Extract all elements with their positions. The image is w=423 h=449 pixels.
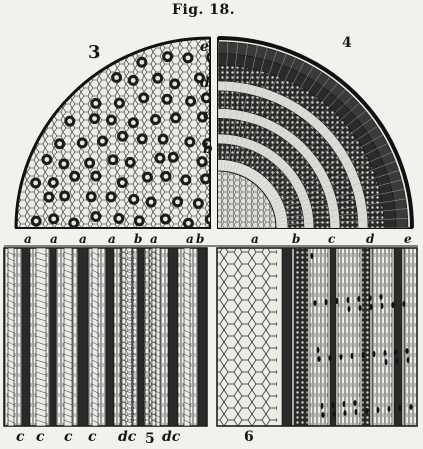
panel-6-longitudinal-section: [217, 248, 417, 426]
panel-5-top-label: b: [196, 233, 204, 245]
panel-3-label-e: e: [200, 40, 209, 54]
panel-6-top-label: d: [366, 233, 374, 245]
panel-5-number: 5: [145, 432, 155, 446]
panel-3-label-d: d: [200, 76, 210, 90]
panel-5-top-label: a: [79, 233, 87, 245]
panel-6-top-label: a: [251, 233, 259, 245]
panel-5-top-label: b: [134, 233, 142, 245]
panel-3-cross-section: [0, 30, 217, 230]
panel-5-longitudinal-section: [4, 248, 207, 426]
panel-5-bottom-label: dc: [118, 430, 136, 444]
panel-5-top-label: a: [108, 233, 116, 245]
panel-6-top-label: b: [292, 233, 300, 245]
panel-3-number: 3: [88, 44, 101, 62]
panel-5-top-label: a: [150, 233, 158, 245]
panel-5-bottom-label: c: [16, 430, 25, 444]
figure-title: Fig. 18.: [172, 2, 235, 18]
panel-5-top-label: a: [24, 233, 32, 245]
panel-5-bottom-label: c: [64, 430, 73, 444]
panel-5-bottom-label: c: [36, 430, 45, 444]
panel-5-top-label: a: [50, 233, 58, 245]
panel-6-top-label: e: [404, 233, 412, 245]
panel-5-top-label: a: [186, 233, 194, 245]
panel-5-bottom-label: c: [88, 430, 97, 444]
panel-4-number: 4: [342, 36, 352, 50]
panel-3-label-b: b: [203, 142, 213, 156]
panel-6-top-label: c: [328, 233, 335, 245]
panel-6-number: 6: [244, 430, 254, 444]
panel-5-bottom-label: dc: [162, 430, 180, 444]
panel-3-label-c: c: [203, 108, 212, 122]
